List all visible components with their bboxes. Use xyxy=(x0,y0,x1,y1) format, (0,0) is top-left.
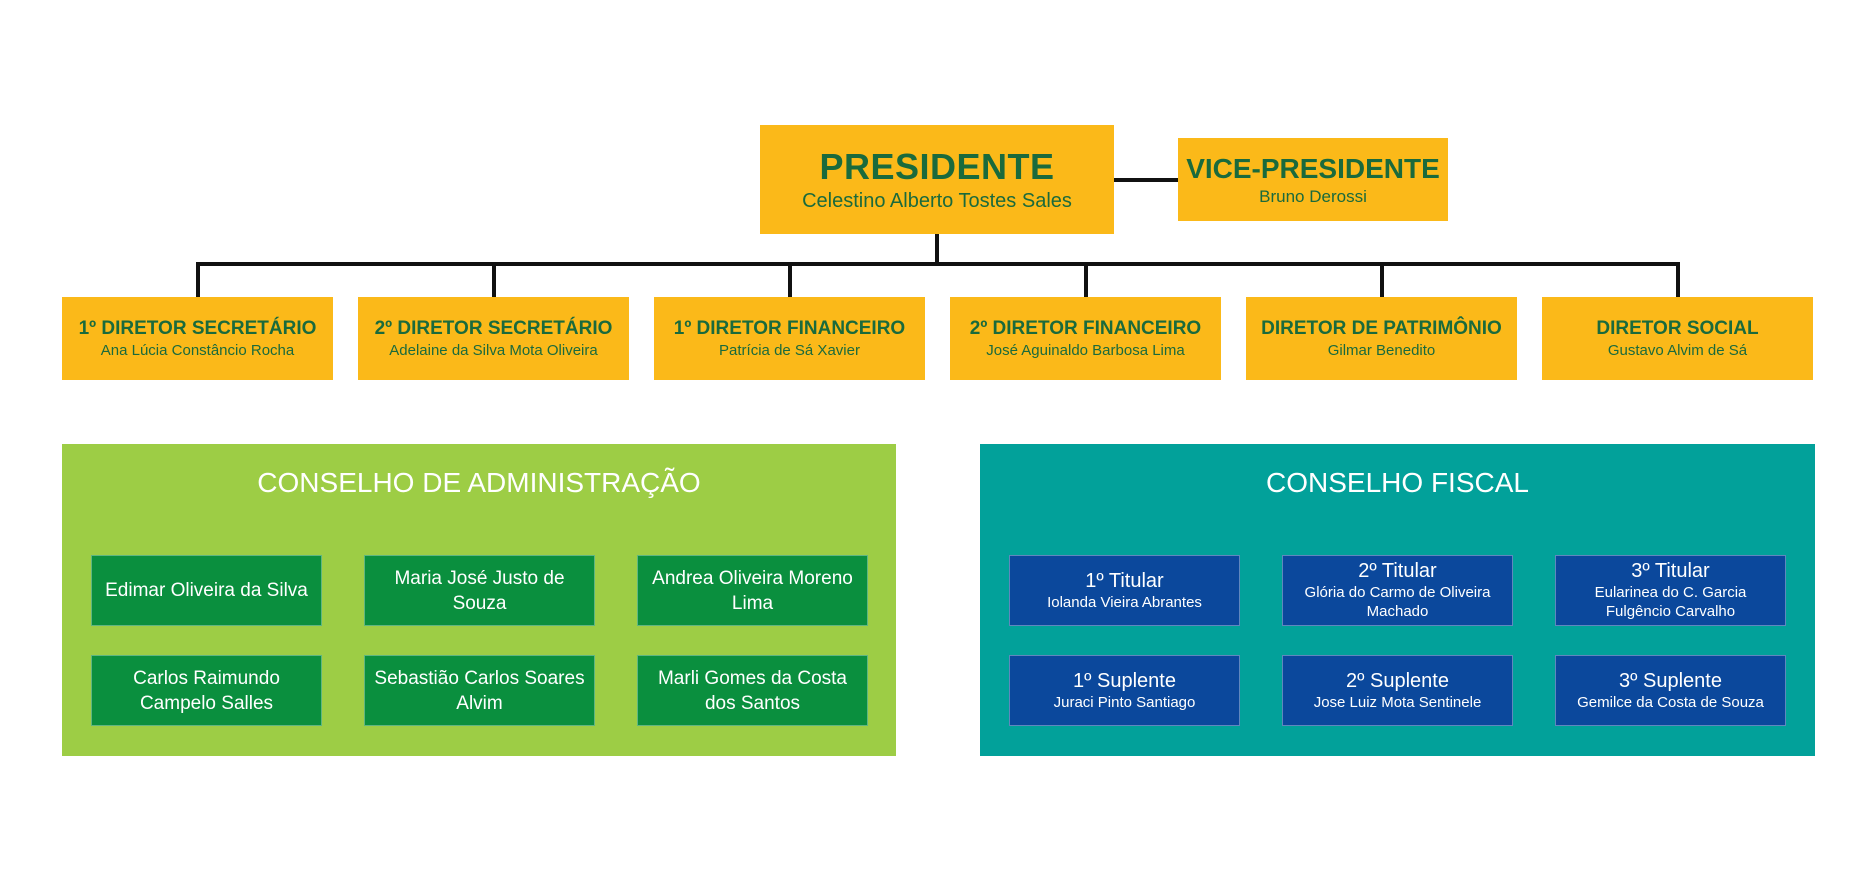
director-box: DIRETOR SOCIAL Gustavo Alvim de Sá xyxy=(1542,297,1813,380)
connector-director-2 xyxy=(492,262,496,297)
director-title: DIRETOR SOCIAL xyxy=(1596,318,1759,339)
fiscal-member-name: Iolanda Vieira Abrantes xyxy=(1047,593,1202,611)
fiscal-member-name: Juraci Pinto Santiago xyxy=(1053,693,1196,711)
fiscal-member-name: Gemilce da Costa de Souza xyxy=(1577,693,1764,711)
fiscal-member: 3º Titular Eularinea do C. Garcia Fulgên… xyxy=(1555,555,1786,626)
president-box: PRESIDENTE Celestino Alberto Tostes Sale… xyxy=(760,125,1114,234)
director-name: Gustavo Alvim de Sá xyxy=(1607,342,1748,359)
fiscal-member: 1º Titular Iolanda Vieira Abrantes xyxy=(1009,555,1240,626)
connector-director-3 xyxy=(788,262,792,297)
fiscal-member-title: 3º Suplente xyxy=(1619,669,1722,692)
fiscal-member-name: Glória do Carmo de Oliveira Machado xyxy=(1304,584,1491,620)
director-title: 2º DIRETOR FINANCEIRO xyxy=(969,318,1202,339)
fiscal-member-name: Eularinea do C. Garcia Fulgêncio Carvalh… xyxy=(1594,584,1747,620)
fiscal-member-title: 2º Titular xyxy=(1358,560,1437,582)
director-name: Adelaine da Silva Mota Oliveira xyxy=(389,342,598,359)
director-title: DIRETOR DE PATRIMÔNIO xyxy=(1261,318,1502,339)
president-title: PRESIDENTE xyxy=(819,145,1055,187)
director-name: Gilmar Benedito xyxy=(1327,342,1436,359)
connector-director-5 xyxy=(1380,262,1384,297)
vice-president-box: VICE-PRESIDENTE Bruno Derossi xyxy=(1178,138,1448,221)
director-box: 1º DIRETOR FINANCEIRO Patrícia de Sá Xav… xyxy=(654,297,925,380)
director-title: 1º DIRETOR FINANCEIRO xyxy=(673,318,906,339)
conselho-administracao-panel: CONSELHO DE ADMINISTRAÇÃO Edimar Oliveir… xyxy=(62,444,896,756)
director-title: 2º DIRETOR SECRETÁRIO xyxy=(374,318,613,339)
admin-member: Edimar Oliveira da Silva xyxy=(91,555,322,626)
admin-member: Andrea Oliveira Moreno Lima xyxy=(637,555,868,626)
director-name: Patrícia de Sá Xavier xyxy=(719,342,860,359)
fiscal-member-title: 2º Suplente xyxy=(1346,669,1449,692)
admin-member: Sebastião Carlos Soares Alvim xyxy=(364,655,595,726)
director-box: 2º DIRETOR FINANCEIRO José Aguinaldo Bar… xyxy=(950,297,1221,380)
connector-president-trunk xyxy=(935,234,939,264)
connector-director-1 xyxy=(196,262,200,297)
fiscal-member: 3º Suplente Gemilce da Costa de Souza xyxy=(1555,655,1786,726)
director-title: 1º DIRETOR SECRETÁRIO xyxy=(78,318,317,339)
vice-president-name: Bruno Derossi xyxy=(1259,186,1367,206)
fiscal-member: 1º Suplente Juraci Pinto Santiago xyxy=(1009,655,1240,726)
admin-member: Maria José Justo de Souza xyxy=(364,555,595,626)
conselho-fiscal-title: CONSELHO FISCAL xyxy=(1266,467,1529,498)
director-name: José Aguinaldo Barbosa Lima xyxy=(986,342,1185,359)
connector-director-6 xyxy=(1676,262,1680,297)
conselho-administracao-title: CONSELHO DE ADMINISTRAÇÃO xyxy=(257,467,701,498)
fiscal-member-name: Jose Luiz Mota Sentinele xyxy=(1313,693,1482,711)
connector-horizontal-bus xyxy=(196,262,1680,266)
fiscal-member-title: 3º Titular xyxy=(1631,560,1710,582)
fiscal-member: 2º Suplente Jose Luiz Mota Sentinele xyxy=(1282,655,1513,726)
director-name: Ana Lúcia Constâncio Rocha xyxy=(100,342,295,359)
connector-director-4 xyxy=(1084,262,1088,297)
director-box: 1º DIRETOR SECRETÁRIO Ana Lúcia Constânc… xyxy=(62,297,333,380)
director-box: 2º DIRETOR SECRETÁRIO Adelaine da Silva … xyxy=(358,297,629,380)
president-name: Celestino Alberto Tostes Sales xyxy=(802,189,1072,212)
fiscal-member-title: 1º Suplente xyxy=(1073,669,1176,692)
admin-member: Carlos Raimundo Campelo Salles xyxy=(91,655,322,726)
connector-president-vice xyxy=(1114,178,1178,182)
director-box: DIRETOR DE PATRIMÔNIO Gilmar Benedito xyxy=(1246,297,1517,380)
fiscal-member: 2º Titular Glória do Carmo de Oliveira M… xyxy=(1282,555,1513,626)
admin-member: Marli Gomes da Costa dos Santos xyxy=(637,655,868,726)
vice-president-title: VICE-PRESIDENTE xyxy=(1186,152,1440,184)
fiscal-member-title: 1º Titular xyxy=(1085,569,1164,592)
conselho-fiscal-panel: CONSELHO FISCAL 1º Titular Iolanda Vieir… xyxy=(980,444,1815,756)
